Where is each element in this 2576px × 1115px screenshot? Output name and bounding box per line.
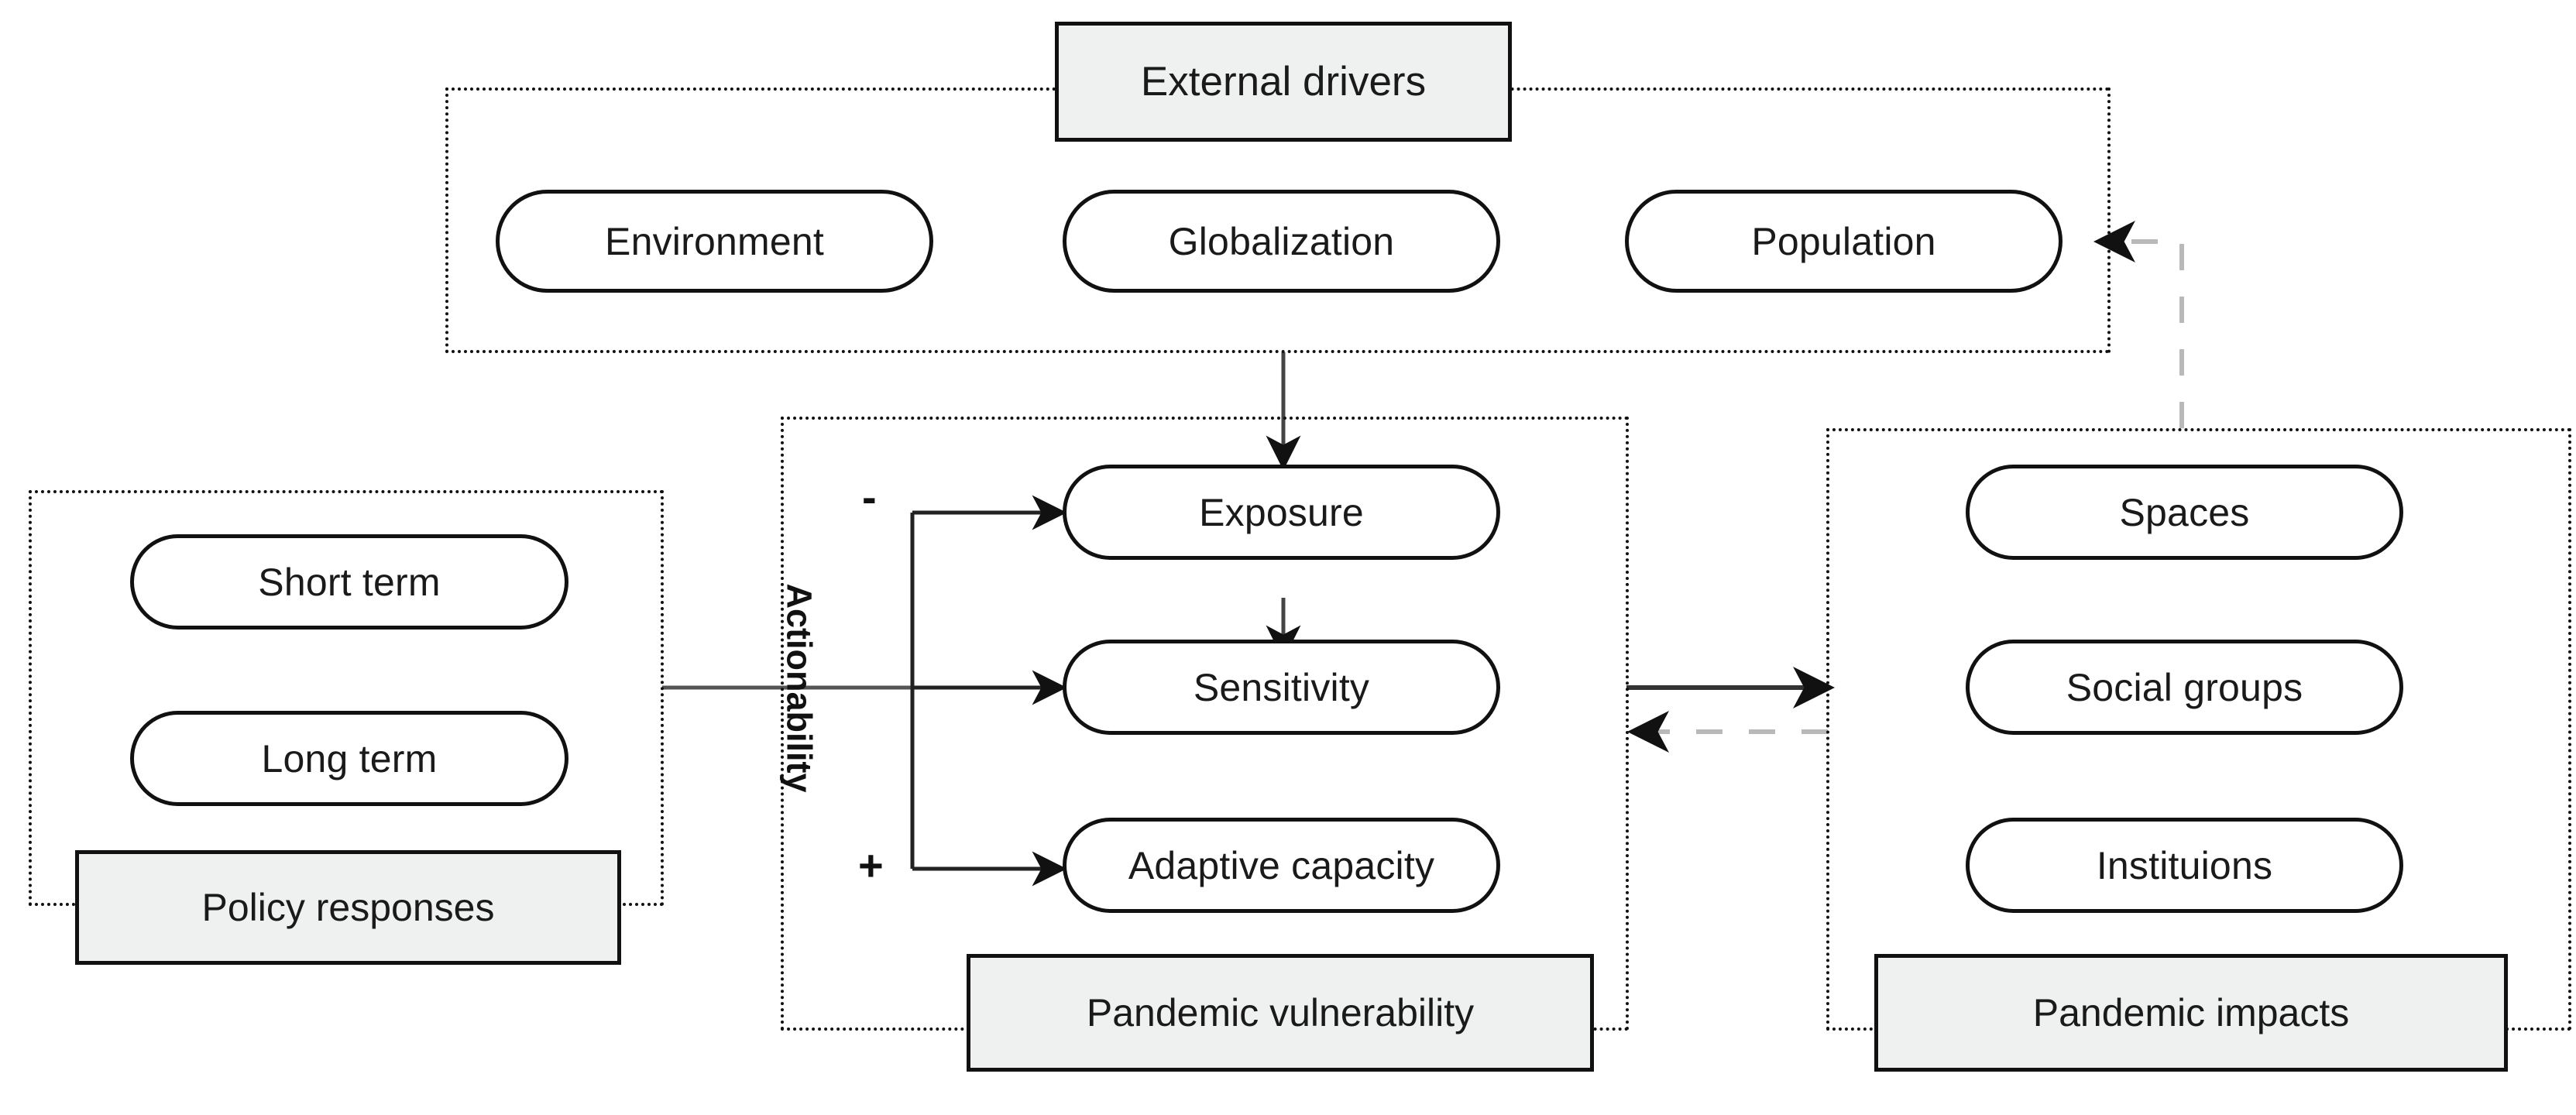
node-long-term-label: Long term	[261, 736, 438, 780]
node-instituions-label: Instituions	[2096, 843, 2273, 887]
arrow-impacts-to-population-feedback	[2093, 221, 2184, 428]
node-sensitivity[interactable]: Sensitivity	[1063, 640, 1500, 735]
node-long-term[interactable]: Long term	[130, 711, 568, 806]
node-environment[interactable]: Environment	[496, 190, 933, 293]
node-adaptive-capacity[interactable]: Adaptive capacity	[1063, 818, 1500, 913]
caption-pandemic-vulnerability: Pandemic vulnerability	[967, 954, 1594, 1072]
caption-policy-responses: Policy responses	[75, 850, 621, 965]
node-exposure-label: Exposure	[1199, 490, 1364, 534]
actionability-positive-sign: +	[858, 844, 884, 887]
node-social-groups[interactable]: Social groups	[1966, 640, 2403, 735]
node-spaces[interactable]: Spaces	[1966, 465, 2403, 560]
node-adaptive-capacity-label: Adaptive capacity	[1128, 843, 1435, 887]
caption-pandemic-impacts-label: Pandemic impacts	[2032, 991, 2350, 1034]
actionability-negative-sign: -	[862, 475, 877, 519]
node-sensitivity-label: Sensitivity	[1193, 665, 1370, 709]
node-exposure[interactable]: Exposure	[1063, 465, 1500, 560]
caption-external-drivers-label: External drivers	[1140, 59, 1427, 105]
actionability-axis-label: Actionability	[779, 572, 819, 805]
node-short-term[interactable]: Short term	[130, 534, 568, 630]
node-globalization[interactable]: Globalization	[1063, 190, 1500, 293]
node-population-label: Population	[1751, 219, 1936, 263]
actionability-positive-sign-text: +	[858, 841, 884, 890]
caption-pandemic-vulnerability-label: Pandemic vulnerability	[1086, 991, 1475, 1034]
node-short-term-label: Short term	[258, 560, 441, 604]
node-environment-label: Environment	[605, 219, 824, 263]
caption-pandemic-impacts: Pandemic impacts	[1874, 954, 2508, 1072]
node-spaces-label: Spaces	[2119, 490, 2250, 534]
node-globalization-label: Globalization	[1168, 219, 1395, 263]
caption-policy-responses-label: Policy responses	[201, 886, 495, 929]
actionability-negative-sign-text: -	[862, 472, 877, 521]
node-social-groups-label: Social groups	[2066, 665, 2303, 709]
node-instituions[interactable]: Instituions	[1966, 818, 2403, 913]
caption-external-drivers: External drivers	[1055, 22, 1512, 142]
node-population[interactable]: Population	[1625, 190, 2063, 293]
actionability-axis-text: Actionability	[779, 583, 819, 793]
